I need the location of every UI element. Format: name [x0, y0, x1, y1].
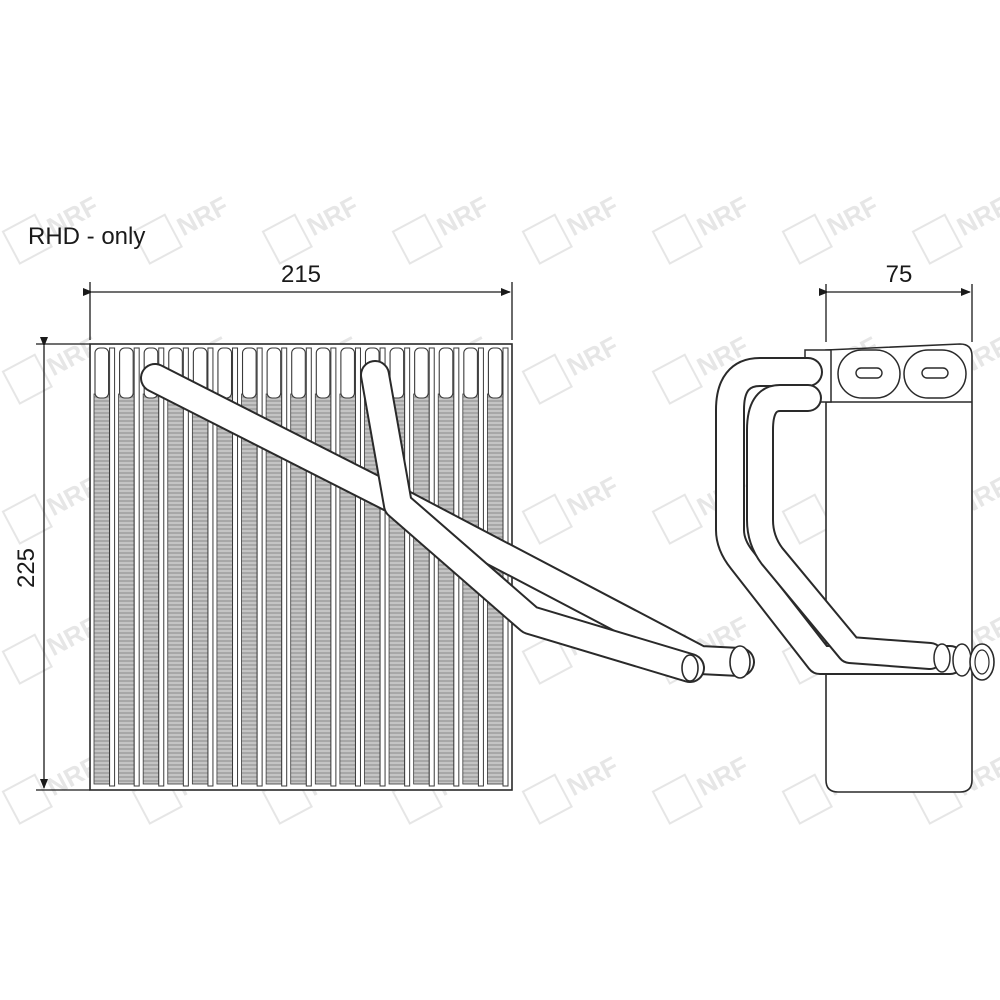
watermark-mark: NRF	[781, 190, 883, 265]
depth-label: 75	[886, 261, 913, 288]
core-fin-strip	[437, 393, 455, 785]
watermark-text: NRF	[562, 470, 623, 522]
core-tube	[379, 347, 386, 787]
core-fin-strip	[93, 393, 110, 785]
watermark-mark: NRF	[1, 610, 103, 685]
front-pipes	[140, 360, 755, 683]
core-tube-header	[463, 347, 478, 399]
core-tube-header	[389, 347, 405, 399]
core-tube	[182, 347, 189, 787]
core-fin-strip	[413, 393, 430, 785]
watermark-text: NRF	[692, 750, 753, 802]
watermark-mark: NRF	[391, 190, 493, 265]
core-fin-strip	[241, 393, 258, 785]
watermark-mark: NRF	[651, 750, 753, 825]
watermark-mark: NRF	[521, 470, 623, 545]
watermark-text: NRF	[692, 190, 753, 242]
core-tube-header	[291, 347, 306, 399]
rhd-note: RHD - only	[28, 223, 145, 250]
evaporator-core-front-view	[89, 343, 513, 791]
watermark-text: NRF	[822, 190, 883, 242]
watermark-mark: NRF	[521, 750, 623, 825]
core-tube-header	[487, 347, 503, 399]
watermark-mark: NRF	[1, 330, 103, 405]
core-fin-strip	[191, 393, 209, 785]
height-label: 225	[13, 548, 40, 588]
evaporator-side-view	[715, 343, 995, 793]
core-tube-header	[217, 347, 233, 399]
core-tube-header	[266, 347, 282, 399]
core-fin-strip	[167, 393, 184, 785]
side-flange	[804, 349, 967, 403]
core-tube	[109, 347, 116, 787]
watermark-text: NRF	[172, 190, 233, 242]
core-tube-header	[414, 347, 429, 399]
watermark-mark: NRF	[1, 750, 103, 825]
watermark-text: NRF	[562, 190, 623, 242]
core-fin-strip	[118, 393, 135, 785]
core-tube	[354, 347, 361, 787]
watermark-mark: NRF	[521, 330, 623, 405]
core-tube-header	[241, 347, 257, 399]
core-tube	[330, 347, 337, 787]
core-tube	[428, 347, 435, 787]
height-dimension: 225	[13, 337, 90, 791]
core-tubes	[93, 347, 509, 787]
core-fin-strip	[339, 393, 356, 785]
watermark-text: NRF	[302, 190, 363, 242]
core-tube	[232, 347, 239, 787]
core-tube-header	[438, 347, 454, 399]
watermark-mark: NRF	[521, 190, 623, 265]
side-pipes	[715, 357, 995, 681]
depth-dimension: 75	[819, 261, 973, 342]
core-tube	[404, 347, 411, 787]
core-tube-header	[315, 347, 331, 399]
watermark-mark: NRF	[1, 470, 103, 545]
core-tube	[133, 347, 140, 787]
core-tube	[207, 347, 214, 787]
watermark-mark: NRF	[911, 190, 1000, 265]
width-dimension: 215	[83, 261, 513, 340]
watermark-text: NRF	[562, 750, 623, 802]
watermark-mark: NRF	[261, 190, 363, 265]
core-fin-strip	[142, 393, 160, 785]
width-label: 215	[281, 261, 321, 288]
core-tube	[158, 347, 165, 787]
core-tube	[305, 347, 312, 787]
core-tube-header	[119, 347, 134, 399]
watermark-text: NRF	[952, 190, 1000, 242]
core-tube	[281, 347, 288, 787]
core-tube-header	[94, 347, 110, 399]
core-fin-strip	[216, 393, 233, 785]
core-tube	[256, 347, 263, 787]
core-tube-header	[340, 347, 356, 399]
watermark-text: NRF	[562, 330, 623, 382]
watermark-mark: NRF	[651, 190, 753, 265]
watermark-mark: NRF	[131, 190, 233, 265]
watermark-text: NRF	[432, 190, 493, 242]
